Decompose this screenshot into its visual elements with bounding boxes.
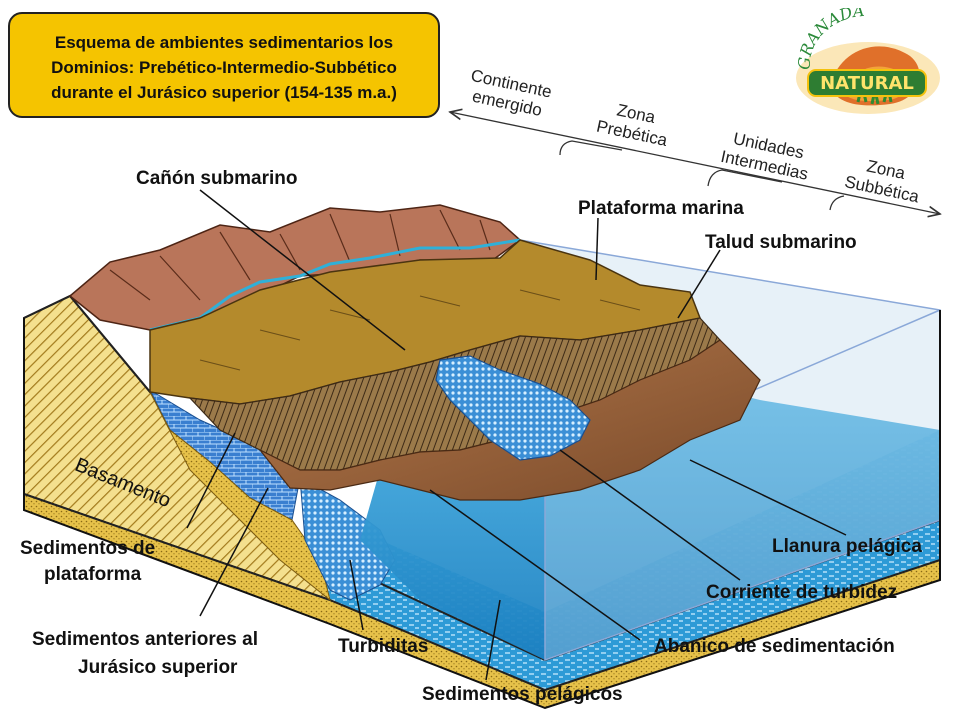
title-line-2a: Dominios: [51, 58, 139, 77]
front-pelagic-layer [290, 430, 940, 690]
block-outline [23, 310, 941, 710]
label-plataforma-marina: Plataforma marina [578, 198, 744, 219]
zone-brace-1 [559, 140, 623, 156]
turbidites [299, 477, 396, 601]
label-sed-pelagicos: Sedimentos pelágicos [422, 684, 623, 705]
title-line-3: durante el Jurásico superior (154-135 m.… [51, 83, 397, 102]
zone-axis [450, 112, 940, 214]
label-corriente: Corriente de turbidez [706, 582, 898, 603]
label-llanura: Llanura pelágica [772, 536, 922, 557]
label-sed-plataforma: Sedimentos de plataforma [20, 538, 156, 585]
leader-lines [186, 189, 847, 681]
lower-slope [259, 339, 761, 501]
mountain-ridges [109, 209, 491, 301]
title-line-1: Esquema de ambientes sedimentarios los [54, 33, 394, 52]
label-turbiditas: Turbiditas [338, 636, 429, 657]
zone-brace-3 [829, 195, 845, 211]
label-canon: Cañón submarino [136, 168, 298, 189]
sedimentation-fan [435, 355, 591, 461]
shelf-texture [199, 289, 641, 371]
logo-main-text: NATURAL [820, 73, 914, 94]
title-line-2b: Prebético-Intermedio-Subbético [138, 58, 397, 77]
label-abanico: Abanico de sedimentación [654, 636, 895, 657]
granada-natural-logo: GRANADA NATURAL [795, 8, 940, 114]
label-talud: Talud submarino [705, 232, 857, 253]
river [149, 238, 521, 332]
title-line-2: Dominios: Prebético-Intermedio-Subbético [10, 55, 438, 80]
title-box: Esquema de ambientes sedimentarios los D… [8, 12, 440, 118]
label-sed-anteriores: Sedimentos anteriores al Jurásico superi… [32, 629, 258, 678]
zone-brace-2 [707, 169, 783, 187]
